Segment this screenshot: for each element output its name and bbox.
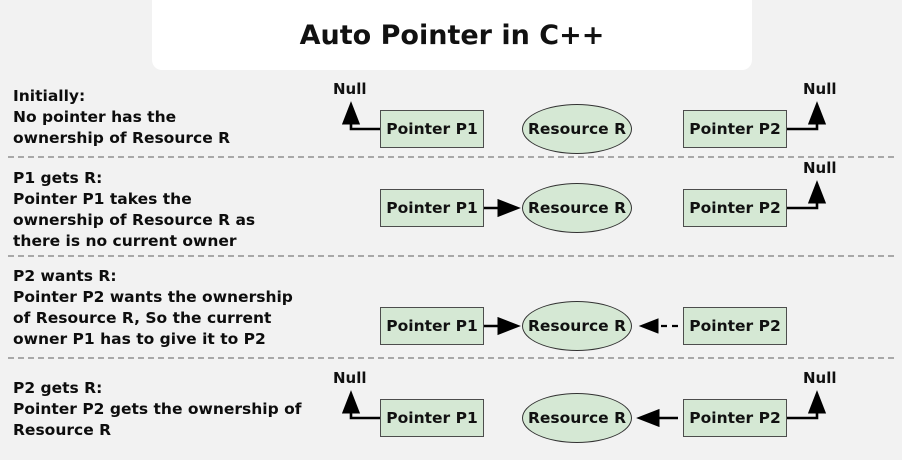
row-separator-1 <box>8 156 894 158</box>
caption-line: Pointer P2 wants the ownership <box>13 288 293 306</box>
node-pointer-p2[interactable]: Pointer P2 <box>683 307 787 345</box>
null-label-p1: Null <box>333 80 367 98</box>
caption-line: owner P1 has to give it to P2 <box>13 330 266 348</box>
node-pointer-p2[interactable]: Pointer P2 <box>683 110 787 148</box>
edge-p2-to-null <box>787 180 827 210</box>
caption-line: of Resource R, So the current <box>13 309 272 327</box>
node-pointer-p1[interactable]: Pointer P1 <box>380 110 484 148</box>
row-p1-gets-r: P1 gets R: Pointer P1 takes the ownershi… <box>0 158 902 254</box>
node-resource-r[interactable]: Resource R <box>522 393 632 443</box>
caption-heading: P2 wants R: <box>13 267 117 285</box>
node-resource-r[interactable]: Resource R <box>522 104 632 154</box>
caption-initially: Initially: No pointer has the ownership … <box>13 86 323 149</box>
caption-line: Resource R <box>13 421 112 439</box>
node-pointer-p2[interactable]: Pointer P2 <box>683 189 787 227</box>
edge-p1-to-null <box>341 390 380 420</box>
diagram-initially: Null Null Pointer P1 Resource R Pointer … <box>325 78 902 156</box>
node-resource-r[interactable]: Resource R <box>522 301 632 351</box>
row-p2-wants-r: P2 wants R: Pointer P2 wants the ownersh… <box>0 258 902 356</box>
caption-line: ownership of Resource R as <box>13 211 256 229</box>
null-label-p2: Null <box>803 80 837 98</box>
caption-line: Pointer P1 takes the <box>13 190 192 208</box>
edge-p2-to-null <box>787 101 827 131</box>
edge-p2-to-null <box>787 390 827 420</box>
title-card: Auto Pointer in C++ <box>152 0 752 70</box>
caption-heading: Initially: <box>13 87 86 105</box>
null-label-p2: Null <box>803 159 837 177</box>
node-pointer-p1[interactable]: Pointer P1 <box>380 307 484 345</box>
row-separator-2 <box>8 255 894 257</box>
page-title: Auto Pointer in C++ <box>299 19 605 51</box>
null-label-p2: Null <box>803 369 837 387</box>
null-label-p1: Null <box>333 369 367 387</box>
caption-heading: P2 gets R: <box>13 379 103 397</box>
caption-line: there is no current owner <box>13 232 237 250</box>
caption-p1-gets-r: P1 gets R: Pointer P1 takes the ownershi… <box>13 168 323 252</box>
diagram-p2-wants-r: Pointer P1 Resource R Pointer P2 <box>325 258 902 356</box>
row-separator-3 <box>8 357 894 359</box>
node-resource-r[interactable]: Resource R <box>522 183 632 233</box>
node-pointer-p1[interactable]: Pointer P1 <box>380 399 484 437</box>
node-pointer-p1[interactable]: Pointer P1 <box>380 189 484 227</box>
edge-p1-to-null <box>341 101 380 131</box>
caption-p2-wants-r: P2 wants R: Pointer P2 wants the ownersh… <box>13 266 323 350</box>
caption-line: ownership of Resource R <box>13 129 231 147</box>
caption-line: No pointer has the <box>13 108 177 126</box>
node-pointer-p2[interactable]: Pointer P2 <box>683 399 787 437</box>
row-p2-gets-r: P2 gets R: Pointer P2 gets the ownership… <box>0 360 902 460</box>
caption-line: Pointer P2 gets the ownership of <box>13 400 302 418</box>
row-initially: Initially: No pointer has the ownership … <box>0 78 902 156</box>
caption-heading: P1 gets R: <box>13 169 103 187</box>
diagram-p2-gets-r: Null Null Pointer P1 Resource R Pointer … <box>325 360 902 460</box>
caption-p2-gets-r: P2 gets R: Pointer P2 gets the ownership… <box>13 378 323 441</box>
diagram-p1-gets-r: Null Pointer P1 Resource R Pointer P2 <box>325 158 902 254</box>
